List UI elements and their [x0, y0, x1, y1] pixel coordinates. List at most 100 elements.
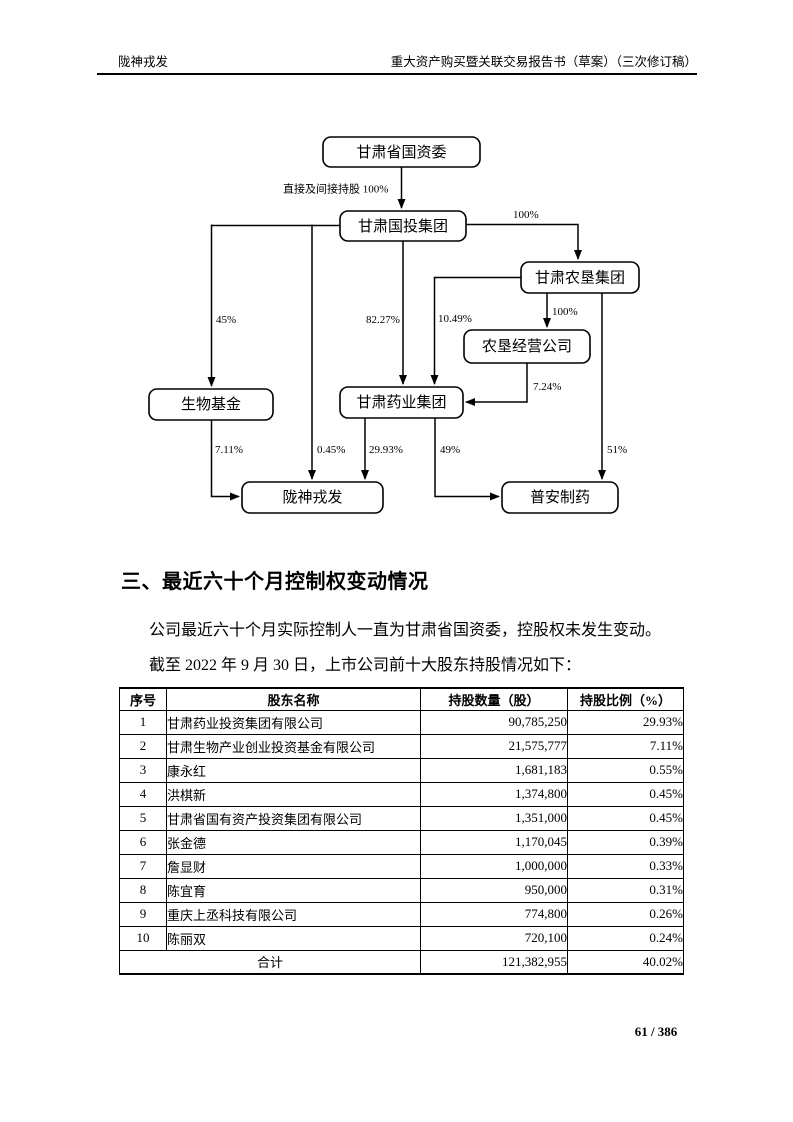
cell-ratio: 29.93%	[567, 709, 684, 735]
table-row: 6 张金德 1,170,045 0.39%	[119, 829, 684, 855]
cell-ratio: 0.24%	[567, 925, 684, 951]
header-company-short: 陇神戎发	[118, 55, 169, 69]
edge-label-gtjt-nkjt: 100%	[513, 209, 539, 221]
cell-index: 8	[119, 877, 167, 903]
edge-label-yyjt-lssf: 29.93%	[369, 444, 403, 456]
cell-index: 4	[119, 781, 167, 807]
node-label-nongken-jingying-company: 农垦经营公司	[482, 338, 572, 355]
cell-index: 6	[119, 829, 167, 855]
table-row: 3 康永红 1,681,183 0.55%	[119, 757, 684, 783]
table-row: 10 陈丽双 720,100 0.24%	[119, 925, 684, 951]
edge-label-yyjt-pazy: 49%	[440, 444, 460, 456]
cell-total-shares: 121,382,955	[420, 949, 568, 975]
node-label-puan-pharma: 普安制药	[530, 489, 590, 506]
page-header: 陇神戎发 重大资产购买暨关联交易报告书（草案）（三次修订稿）	[97, 55, 697, 75]
cell-name: 甘肃省国有资产投资集团有限公司	[166, 805, 421, 831]
col-header-shares: 持股数量（股）	[420, 687, 568, 711]
page-number: 61 / 386	[634, 1024, 678, 1039]
edge-label-nkjy-yyjt: 7.24%	[533, 381, 561, 393]
cell-name: 张金德	[166, 829, 421, 855]
cell-shares: 1,374,800	[420, 781, 568, 807]
table-row: 4 洪棋新 1,374,800 0.45%	[119, 781, 684, 807]
cell-ratio: 7.11%	[567, 733, 684, 759]
cell-ratio: 0.55%	[567, 757, 684, 783]
edge-label-nkjt-yyjt: 10.49%	[438, 313, 472, 325]
header-doc-title: 重大资产购买暨关联交易报告书（草案）（三次修订稿）	[390, 55, 697, 69]
cell-name: 康永红	[166, 757, 421, 783]
node-puan-pharma: 普安制药	[501, 481, 619, 514]
cell-index: 5	[119, 805, 167, 831]
cell-ratio: 0.45%	[567, 805, 684, 831]
cell-name: 詹显财	[166, 853, 421, 879]
table-row: 9 重庆上丞科技有限公司 774,800 0.26%	[119, 901, 684, 927]
cell-index: 9	[119, 901, 167, 927]
edge-label-gzw-gtjt: 直接及间接持股 100%	[283, 182, 388, 196]
col-header-ratio: 持股比例（%）	[567, 687, 684, 711]
table-header-row: 序号 股东名称 持股数量（股） 持股比例（%）	[119, 687, 684, 711]
paragraph-top10-intro: 截至 2022 年 9 月 30 日，上市公司前十大股东持股情况如下：	[149, 657, 582, 674]
node-gansu-guotou-group: 甘肃国投集团	[339, 210, 467, 242]
cell-shares: 90,785,250	[420, 709, 568, 735]
edge-nkjy-yyjt	[465, 363, 528, 406]
table-row: 8 陈宜育 950,000 0.31%	[119, 877, 684, 903]
col-header-index: 序号	[119, 687, 167, 711]
edge-label-gtjt-lssf: 0.45%	[317, 444, 345, 456]
table-row: 7 詹显财 1,000,000 0.33%	[119, 853, 684, 879]
node-gansu-pharma-group: 甘肃药业集团	[339, 386, 464, 419]
cell-ratio: 0.39%	[567, 829, 684, 855]
ownership-structure-chart: 直接及间接持股 100% 100% 100% 45% 82.27% 10.49%…	[148, 136, 640, 514]
edge-label-nkjt-nkjy: 100%	[552, 306, 578, 318]
cell-shares: 1,170,045	[420, 829, 568, 855]
edge-gtjt-nkjt	[466, 223, 582, 260]
node-longshen-rongfa: 陇神戎发	[241, 481, 384, 514]
cell-shares: 1,000,000	[420, 853, 568, 879]
cell-name: 甘肃药业投资集团有限公司	[166, 709, 421, 735]
edge-swjj-lssf	[210, 420, 240, 501]
node-nongken-jingying-company: 农垦经营公司	[463, 329, 591, 364]
node-label-bio-fund: 生物基金	[181, 396, 241, 413]
cell-shares: 21,575,777	[420, 733, 568, 759]
cell-name: 陈宜育	[166, 877, 421, 903]
cell-total-label: 合计	[119, 949, 421, 975]
node-bio-fund: 生物基金	[148, 388, 274, 421]
node-label-gansu-nongken-group: 甘肃农垦集团	[535, 270, 625, 287]
cell-index: 3	[119, 757, 167, 783]
cell-ratio: 0.26%	[567, 901, 684, 927]
table-row: 5 甘肃省国有资产投资集团有限公司 1,351,000 0.45%	[119, 805, 684, 831]
edge-label-nkjt-pazy: 51%	[607, 444, 627, 456]
cell-name: 陈丽双	[166, 925, 421, 951]
cell-name: 重庆上丞科技有限公司	[166, 901, 421, 927]
cell-shares: 1,681,183	[420, 757, 568, 783]
node-label-gansu-pharma-group: 甘肃药业集团	[356, 394, 446, 411]
node-label-gansu-sasac: 甘肃省国资委	[356, 144, 446, 161]
cell-ratio: 0.45%	[567, 781, 684, 807]
cell-index: 10	[119, 925, 167, 951]
node-gansu-sasac: 甘肃省国资委	[322, 136, 481, 168]
col-header-name: 股东名称	[166, 687, 421, 711]
cell-shares: 774,800	[420, 901, 568, 927]
cell-shares: 1,351,000	[420, 805, 568, 831]
edge-label-gtjt-yyjt: 82.27%	[366, 314, 400, 326]
edge-nkjt-yyjt	[430, 276, 521, 385]
cell-ratio: 0.33%	[567, 853, 684, 879]
edge-label-swjj-lssf: 7.11%	[215, 444, 243, 456]
cell-ratio: 0.31%	[567, 877, 684, 903]
node-label-longshen-rongfa: 陇神戎发	[282, 489, 342, 506]
cell-index: 2	[119, 733, 167, 759]
table-total-row: 合计 121,382,955 40.02%	[119, 949, 684, 975]
cell-index: 7	[119, 853, 167, 879]
cell-total-ratio: 40.02%	[567, 949, 684, 975]
table-row: 1 甘肃药业投资集团有限公司 90,785,250 29.93%	[119, 709, 684, 735]
top10-shareholders-table: 序号 股东名称 持股数量（股） 持股比例（%） 1 甘肃药业投资集团有限公司 9…	[119, 687, 684, 975]
section-heading: 三、最近六十个月控制权变动情况	[121, 571, 429, 593]
cell-name: 洪棋新	[166, 781, 421, 807]
node-gansu-nongken-group: 甘肃农垦集团	[520, 261, 640, 294]
edge-yyjt-pazy	[434, 418, 500, 501]
node-label-gansu-guotou-group: 甘肃国投集团	[358, 218, 448, 235]
cell-index: 1	[119, 709, 167, 735]
cell-shares: 950,000	[420, 877, 568, 903]
edge-label-gtjt-swjj: 45%	[216, 314, 236, 326]
table-row: 2 甘肃生物产业创业投资基金有限公司 21,575,777 7.11%	[119, 733, 684, 759]
cell-name: 甘肃生物产业创业投资基金有限公司	[166, 733, 421, 759]
